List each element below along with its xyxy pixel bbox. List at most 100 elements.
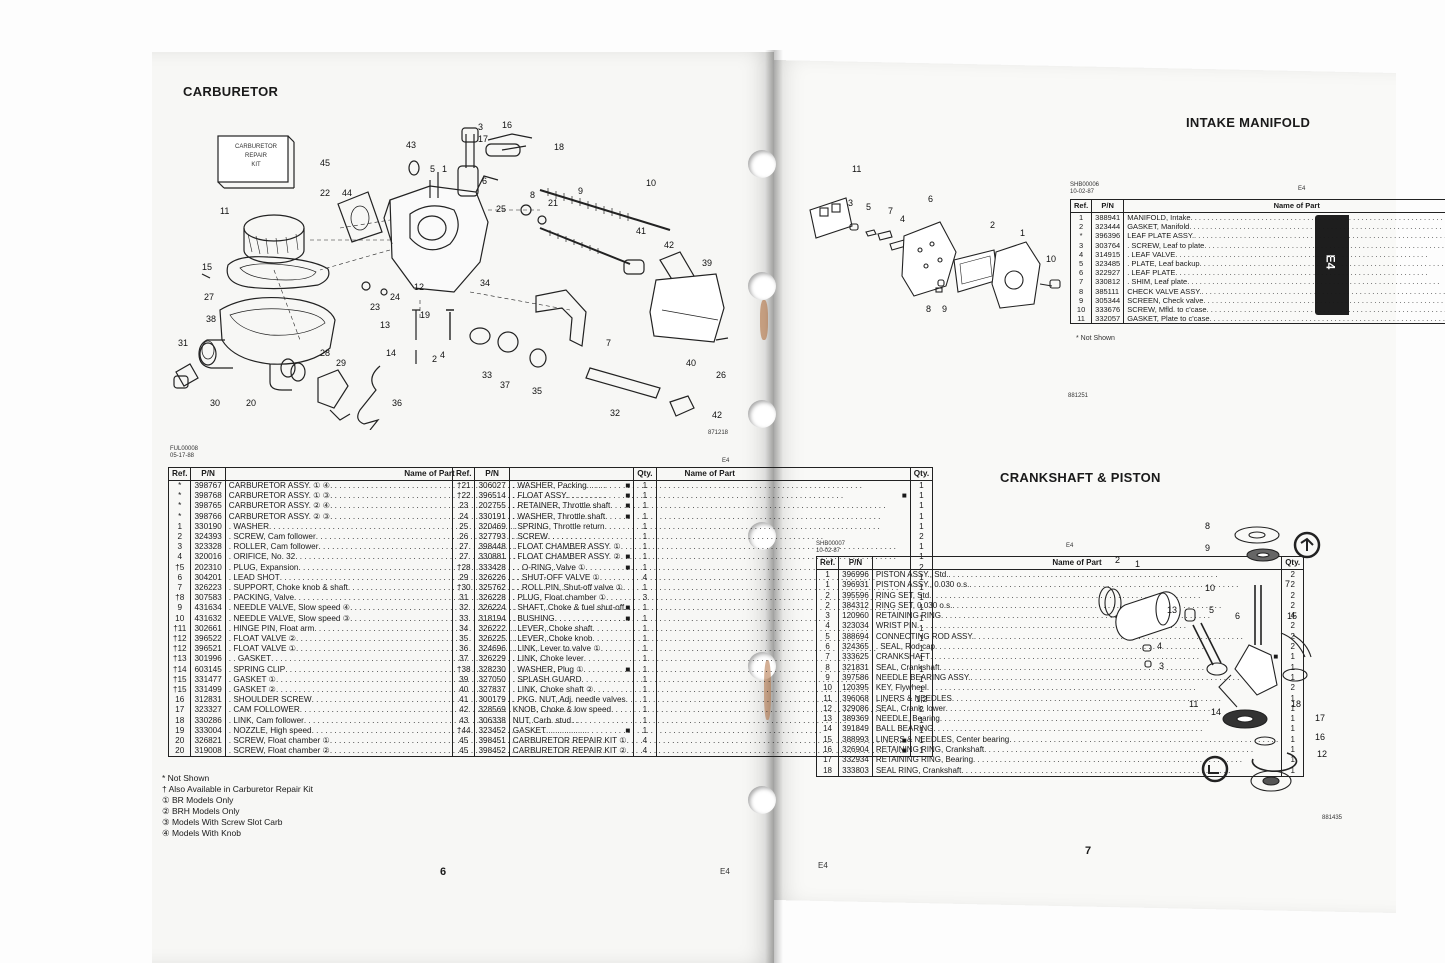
- leader-dots: [1189, 222, 1445, 231]
- name-wrap: . SCREW: [513, 532, 907, 542]
- pn-cell: 331477: [190, 674, 226, 686]
- pn-cell: 333428: [474, 562, 510, 573]
- pn-cell: 328230: [474, 664, 510, 675]
- part-name: CARBURETOR ASSY. ① ④: [228, 481, 331, 490]
- part-name: CONNECTING ROD ASSY.: [875, 631, 974, 641]
- qty-cell: 1: [909, 542, 934, 553]
- col-ref: Ref.: [167, 467, 192, 481]
- name-wrap: . WASHER: [229, 522, 630, 532]
- name-wrap: . FLOAT VALVE ①: [229, 644, 630, 654]
- callout-number: 32: [610, 408, 620, 418]
- name-wrap: . SCREW, Leaf to plate: [1127, 241, 1445, 250]
- name-wrap: . SCREW, Cam follower: [229, 532, 630, 542]
- name-cell: . WASHER, Throttle shaft: [508, 511, 911, 522]
- pn-cell: 120960: [838, 611, 873, 622]
- ref-cell: 45: [451, 736, 476, 747]
- name-cell: . SEAL, Rod cap: [871, 642, 1283, 653]
- name-cell: WRIST PIN: [871, 621, 1283, 632]
- pn-cell: 398452: [474, 746, 510, 758]
- name-wrap: SEAL RING, Crankshaft: [876, 766, 1278, 776]
- pn-cell: 431634: [190, 603, 226, 614]
- callout-number: 9: [578, 186, 583, 196]
- pn-cell: 330881: [474, 552, 510, 563]
- callout-number: 12: [1317, 749, 1327, 759]
- callout-number: 2: [990, 220, 995, 230]
- ref-cell: 11: [1069, 314, 1093, 325]
- callout-number: 22: [320, 188, 330, 198]
- part-name: . SPLASH GUARD: [512, 674, 582, 684]
- name-cell: . RETAINER, Throttle shaft: [508, 501, 911, 512]
- name-cell: PISTON ASSY., Std.: [871, 569, 1283, 581]
- part-name: . SEAL, Rod cap: [875, 642, 935, 652]
- ref-cell: 23: [451, 501, 476, 512]
- col-pn: P/N: [838, 556, 873, 570]
- callout-number: 15: [202, 262, 212, 272]
- name-wrap: . ROLLER, Cam follower: [229, 542, 630, 552]
- part-name: . SHIM, Leaf plate: [1127, 277, 1188, 287]
- callout-number: 1: [1135, 559, 1140, 569]
- pn-cell: 389369: [838, 714, 873, 725]
- pn-cell: 330286: [190, 715, 226, 726]
- callout-number: 4: [1157, 641, 1162, 651]
- name-wrap: RETAINING RING: [876, 611, 1278, 621]
- name-cell: RETAINING RING, Crankshaft: [871, 745, 1283, 756]
- name-wrap: . PLUG, Float chamber ①: [513, 593, 907, 603]
- pn-cell: 391849: [838, 724, 873, 735]
- ref-cell: †12: [167, 644, 192, 655]
- callout-number: 6: [928, 194, 933, 204]
- part-name: . LEAF PLATE: [1127, 268, 1176, 278]
- ref-cell: 2: [1069, 222, 1093, 232]
- name-wrap: RETAINING RING, Bearing: [876, 755, 1278, 765]
- part-name: . SUPPORT, Choke knob & shaft: [228, 583, 348, 593]
- part-name: RETAINING RING: [875, 611, 942, 621]
- binder-hole: [748, 150, 776, 178]
- name-cell: . LEAF PLATE: [1123, 268, 1445, 278]
- pn-cell: 398766: [190, 511, 226, 522]
- qty-cell: 1: [909, 491, 934, 502]
- section-tag: E4: [722, 458, 730, 464]
- table-code: FUL00008: [170, 446, 199, 452]
- pn-cell: 202755: [474, 501, 510, 512]
- col-ref: Ref.: [451, 467, 476, 481]
- page-tag-left: E4: [720, 867, 730, 876]
- callout-number: 35: [532, 386, 542, 396]
- new-part-mark: ■: [1273, 652, 1279, 662]
- name-cell: RING SET, 0.030 o.s.: [871, 600, 1283, 612]
- intake-note: * Not Shown: [1076, 335, 1115, 342]
- name-wrap: NUT, Carb. stud: [513, 716, 907, 726]
- name-wrap: . LINK, Choke lever: [513, 654, 907, 664]
- callout-number: 4: [900, 214, 905, 224]
- table-date: 05-17-88: [170, 453, 195, 459]
- leader-dots: [1203, 296, 1445, 305]
- paper-stain: [760, 300, 768, 340]
- ref-cell: 4: [167, 552, 192, 563]
- callout-number: 42: [712, 410, 722, 420]
- part-name: . LINK, Lever to valve ①: [512, 644, 601, 654]
- ref-cell: *: [167, 511, 192, 522]
- name-cell: . SCREW, Leaf to plate: [1123, 240, 1445, 250]
- intake-diagram-code: 881251: [1068, 393, 1089, 399]
- ref-cell: †5: [167, 562, 192, 573]
- name-wrap: CONNECTING ROD ASSY.: [876, 632, 1278, 642]
- pn-cell: 303764: [1091, 240, 1125, 250]
- name-wrap: SEAL, Crank, lower: [876, 704, 1278, 714]
- ref-cell: 20: [167, 736, 192, 747]
- callout-number: 39: [702, 258, 712, 268]
- ref-cell: 29: [451, 572, 476, 584]
- ref-cell: 14: [815, 724, 840, 735]
- callout-number: 10: [646, 178, 656, 188]
- name-wrap: . SHIM, Leaf plate: [1127, 277, 1445, 286]
- callout-number: 8: [1205, 521, 1210, 531]
- name-wrap: . FLOAT VALVE ②: [229, 634, 630, 644]
- callout-number: 27: [204, 292, 214, 302]
- pn-cell: 326228: [474, 593, 510, 604]
- col-pn: P/N: [190, 467, 226, 481]
